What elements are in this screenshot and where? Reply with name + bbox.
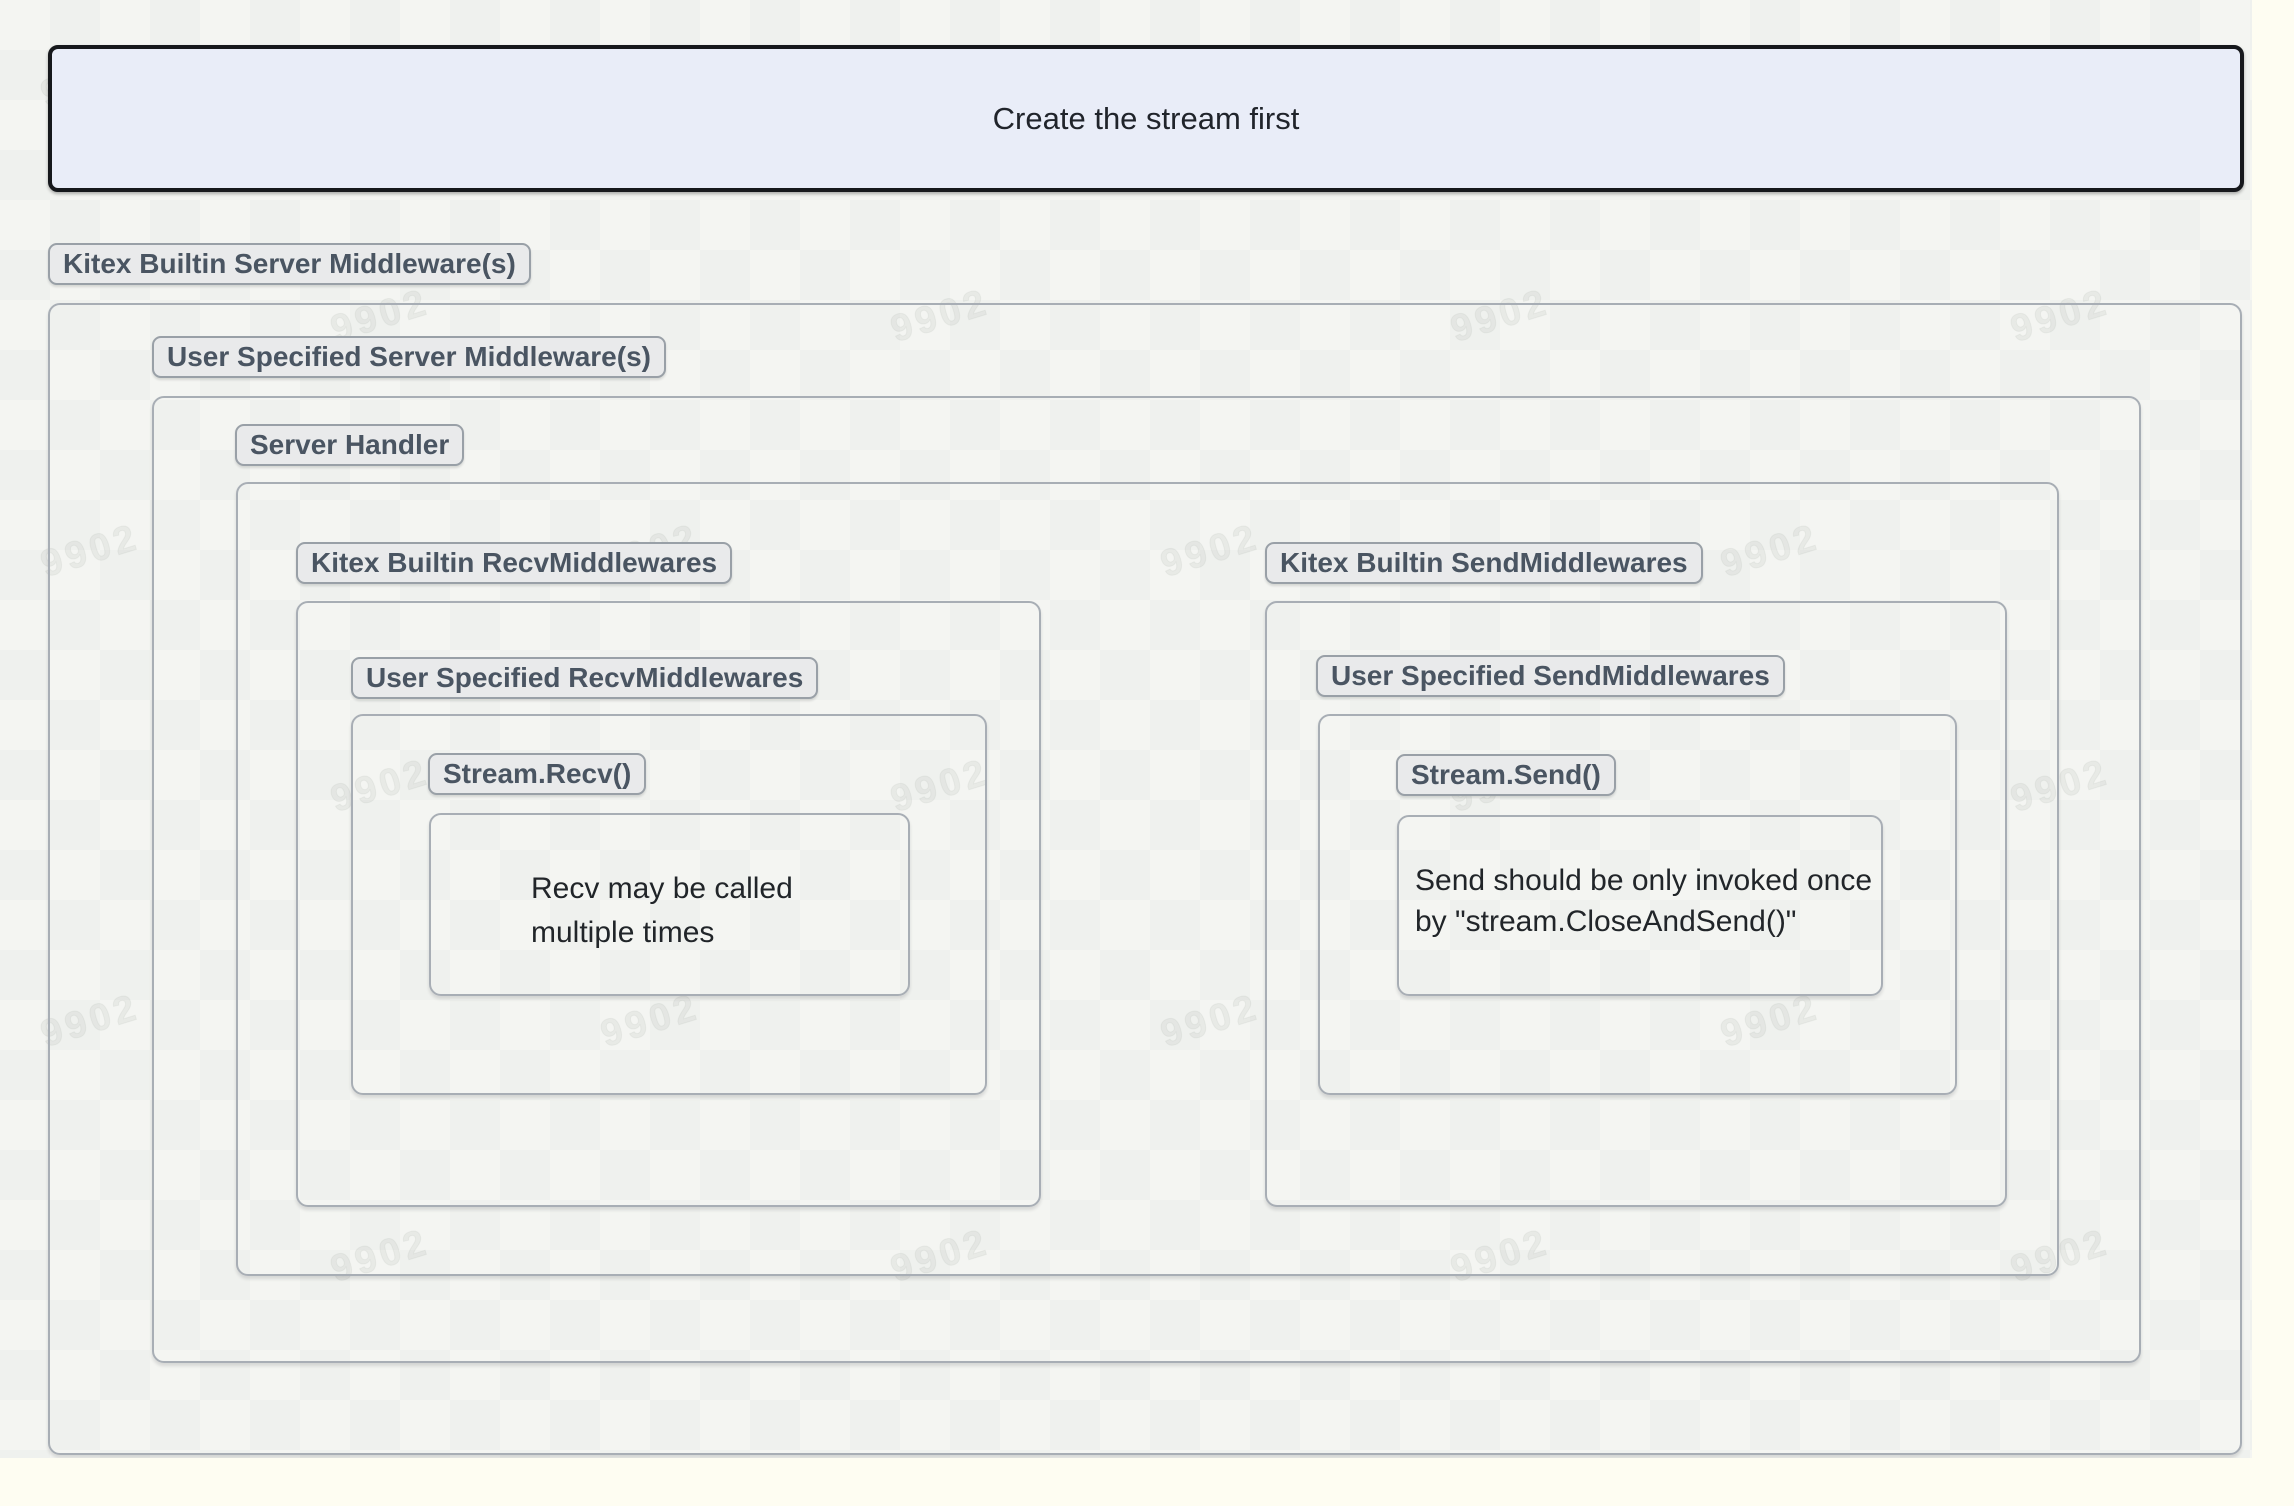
label-stream-recv: Stream.Recv()	[428, 753, 647, 795]
send-note-line1: Send should be only invoked once	[1415, 864, 1873, 897]
recv-note: Recv may be called multiple times	[531, 867, 793, 955]
banner-text: Create the stream first	[992, 100, 1300, 136]
kitex-builtin-send-middlewares-box	[1265, 601, 2007, 1207]
watermark: 9902	[1715, 1456, 1824, 1458]
label-user-specified-server-middlewares: User Specified Server Middleware(s)	[152, 336, 666, 378]
diagram-canvas: Create the stream first Kitex Builtin Se…	[0, 0, 2252, 1458]
label-kitex-builtin-send-middlewares: Kitex Builtin SendMiddlewares	[1265, 542, 1703, 584]
watermark: 9902	[35, 1456, 144, 1458]
user-specified-recv-middlewares-box	[351, 714, 987, 1095]
user-specified-send-middlewares-box	[1318, 714, 1957, 1095]
server-handler-box	[236, 482, 2059, 1276]
kitex-builtin-server-middlewares-box	[48, 303, 2242, 1455]
create-stream-banner: Create the stream first	[48, 45, 2244, 192]
recv-note-line1: Recv may be called	[531, 872, 793, 905]
send-note-line2: by "stream.CloseAndSend()"	[1415, 905, 1797, 938]
label-kitex-builtin-recv-middlewares: Kitex Builtin RecvMiddlewares	[296, 542, 733, 584]
watermark: 9902	[1155, 1456, 1264, 1458]
kitex-builtin-recv-middlewares-box	[296, 601, 1041, 1207]
send-note: Send should be only invoked once by "str…	[1415, 860, 1872, 942]
label-user-specified-send-middlewares: User Specified SendMiddlewares	[1316, 655, 1785, 697]
label-server-handler: Server Handler	[235, 424, 465, 466]
user-specified-server-middlewares-box	[152, 396, 2141, 1363]
stream-recv-box	[429, 813, 910, 996]
label-user-specified-recv-middlewares: User Specified RecvMiddlewares	[351, 657, 819, 699]
stream-send-box	[1397, 815, 1883, 996]
label-stream-send: Stream.Send()	[1396, 754, 1616, 796]
recv-note-line2: multiple times	[531, 916, 715, 949]
watermark: 9902	[595, 1456, 704, 1458]
label-kitex-builtin-server-middlewares: Kitex Builtin Server Middleware(s)	[48, 243, 531, 285]
